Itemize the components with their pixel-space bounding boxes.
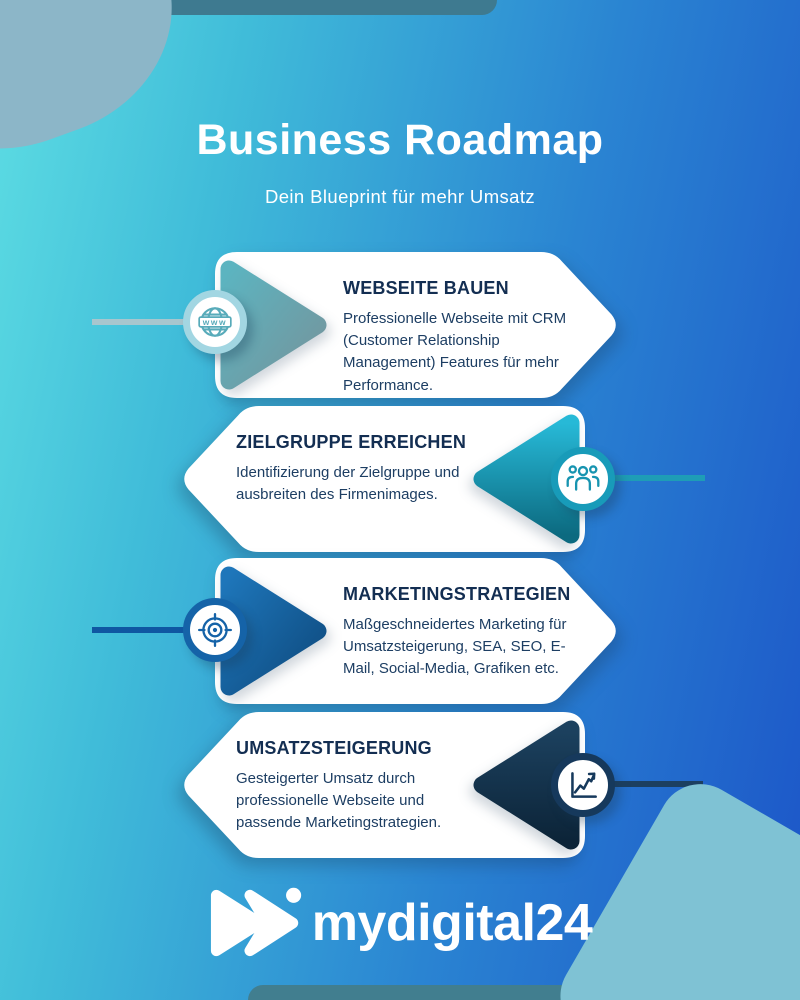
step-icon-badge-2 [551, 447, 615, 511]
globe-www-icon: www [198, 307, 232, 337]
step-card-umsatzsteigerung: UMSATZSTEIGERUNG Gesteigerter Umsatz dur… [180, 712, 585, 858]
connector-line-1 [92, 319, 217, 325]
step-card-zielgruppe-erreichen: ZIELGRUPPE ERREICHEN Identifizierung der… [180, 406, 585, 552]
target-icon [198, 613, 232, 647]
step-description-2: Identifizierung der Zielgruppe und ausbr… [236, 464, 460, 504]
arrow-card-shape [184, 712, 585, 858]
header: Business Roadmap Dein Blueprint für mehr… [0, 116, 800, 208]
step-title-4: UMSATZSTEIGERUNG [236, 738, 432, 758]
step-card-marketingstrategien: MARKETINGSTRATEGIEN Maßgeschneidertes Ma… [215, 558, 620, 704]
step-title-1: WEBSEITE BAUEN [343, 278, 509, 298]
connector-line-4 [583, 781, 703, 787]
arrow-card-shape [215, 252, 616, 398]
step-icon-badge-3 [183, 598, 247, 662]
connector-line-3 [92, 627, 217, 633]
step-title-2: ZIELGRUPPE ERREICHEN [236, 432, 467, 452]
double-chevron-play-icon [210, 887, 301, 957]
arrow-card-shape [184, 406, 585, 552]
brand-logo: mydigital24 [0, 884, 800, 962]
step-icon-badge-4 [551, 753, 615, 817]
page-title: Business Roadmap [196, 116, 604, 164]
brand-name: mydigital24 [311, 894, 593, 952]
step-text-4: UMSATZSTEIGERUNG Gesteigerter Umsatz dur… [236, 738, 474, 835]
step-text-2: ZIELGRUPPE ERREICHEN Identifizierung der… [236, 432, 474, 506]
arrow-card-shape [215, 558, 616, 704]
svg-text:www: www [202, 317, 227, 327]
chart-growth-icon [571, 772, 597, 798]
step-card-webseite-bauen: WEBSEITE BAUEN Professionelle Webseite m… [215, 252, 620, 398]
step-description-4: Gesteigerter Umsatz durch professionelle… [236, 770, 442, 832]
step-icon-badge-1: www [183, 290, 247, 354]
people-group-icon [566, 465, 600, 491]
step-text-3: MARKETINGSTRATEGIEN Maßgeschneidertes Ma… [343, 584, 581, 681]
step-text-1: WEBSEITE BAUEN Professionelle Webseite m… [343, 278, 581, 397]
step-description-3: Maßgeschneidertes Marketing für Umsatzst… [343, 616, 567, 678]
page-subtitle: Dein Blueprint für mehr Umsatz [264, 186, 536, 207]
connector-line-2 [583, 475, 705, 481]
step-title-3: MARKETINGSTRATEGIEN [343, 584, 571, 604]
step-description-1: Professionelle Webseite mit CRM (Custome… [343, 310, 567, 394]
decor-top-band [135, 0, 497, 15]
